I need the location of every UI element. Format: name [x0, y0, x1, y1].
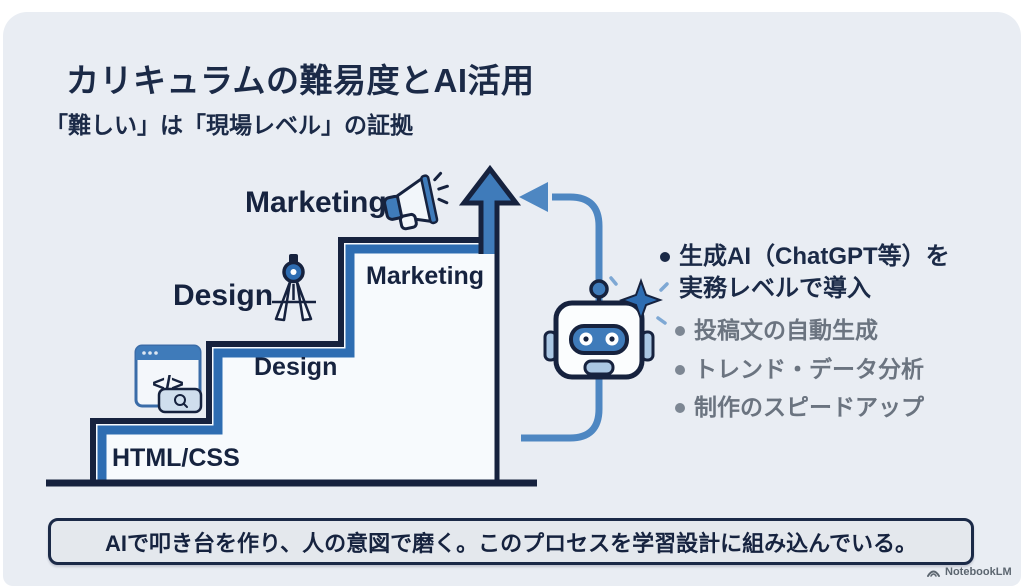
primary-bullet-line2: 実務レベルで導入: [679, 274, 871, 302]
primary-bullet-line1: 生成AI（ChatGPT等）を: [679, 243, 950, 270]
css-tab: [157, 387, 203, 414]
sub-bullet-text: トレンド・データ分析: [694, 355, 924, 382]
staircase-interior: [96, 243, 496, 482]
page-title: カリキュラムの難易度とAI活用: [66, 62, 535, 99]
bullet-dot: [675, 326, 685, 337]
design-step-label: Design: [254, 353, 338, 381]
code-browser-icon: </>: [134, 344, 203, 414]
list-item: トレンド・データ分析: [675, 355, 1000, 382]
bullet-dot: [660, 252, 670, 262]
marketing-step-label: Marketing: [366, 262, 485, 290]
primary-bullet: 生成AI（ChatGPT等）を 実務レベルで導入: [660, 241, 1000, 304]
bullet-dot: [675, 364, 685, 375]
list-item: 投稿文の自動生成: [675, 318, 1000, 343]
megaphone-icon: [383, 171, 449, 231]
sparkle-icon: [609, 276, 669, 325]
marketing-outer-label: Marketing: [245, 186, 387, 219]
notebooklm-badge: NotebookLM: [926, 565, 1012, 579]
summary-banner-text: AIで叩き台を作り、人の意図で磨く。このプロセスを学習設計に組み込んでいる。: [104, 530, 918, 556]
robot-eye-visor: [569, 324, 629, 355]
page-subtitle: 「難しい」は「現場レベル」の証拠: [45, 112, 413, 138]
sub-bullet-list: 投稿文の自動生成 トレンド・データ分析 制作のスピードアップ: [675, 318, 1000, 420]
compass-icon: [272, 254, 316, 322]
ai-bullet-list: 生成AI（ChatGPT等）を 実務レベルで導入 投稿文の自動生成 トレンド・デ…: [660, 241, 1000, 433]
summary-banner: AIで叩き台を作り、人の意図で磨く。このプロセスを学習設計に組み込んでいる。: [48, 518, 974, 565]
primary-bullet-text: 生成AI（ChatGPT等）を 実務レベルで導入: [679, 241, 950, 304]
notebooklm-logo-icon: [927, 570, 940, 577]
up-arrow-icon: [458, 164, 522, 254]
slide-background-panel: [3, 12, 1021, 586]
staircase-outline: [90, 237, 483, 483]
htmlcss-step-label: HTML/CSS: [112, 444, 240, 472]
sub-bullet-text: 投稿文の自動生成: [694, 317, 878, 344]
bullet-dot: [675, 402, 685, 413]
robot-icon: [543, 279, 655, 380]
sub-bullet-text: 制作のスピードアップ: [694, 393, 924, 420]
list-item: 制作のスピードアップ: [675, 393, 1000, 420]
brand-name: NotebookLM: [945, 566, 1012, 578]
staircase-blue-stripe: [97, 244, 483, 483]
design-outer-label: Design: [173, 279, 274, 312]
staircase-shape: [46, 237, 537, 487]
robot-mouth: [583, 359, 615, 376]
